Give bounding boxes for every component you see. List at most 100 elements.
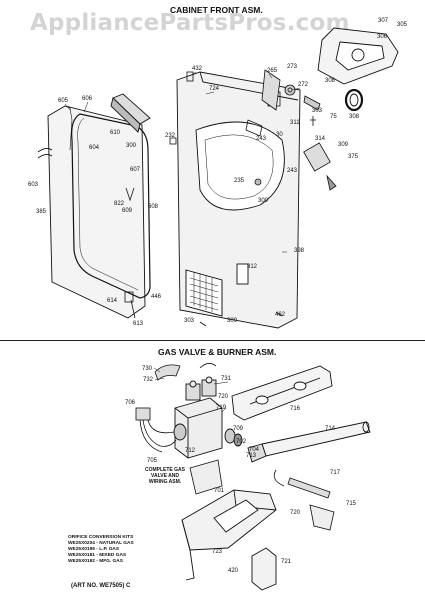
gas-callout-723: 723 (212, 549, 223, 555)
section-divider (0, 340, 425, 341)
cabinet-callout-608: 608 (148, 204, 159, 210)
cabinet-callout-385: 385 (36, 209, 47, 215)
cabinet-front-title: CABINET FRONT ASM. (170, 5, 263, 15)
orifice-kit-item: WE25X0204 - NATURAL GAS (68, 541, 134, 547)
gas-callout-709: 709 (233, 426, 244, 432)
cabinet-callout-609: 609 (122, 208, 133, 214)
cabinet-leader-line (64, 103, 71, 111)
cabinet-callout-375: 375 (348, 154, 359, 160)
orifice-kit-item: WE25X0181 - MIXED GAS (68, 553, 127, 559)
cabinet-callout-446: 446 (151, 294, 162, 300)
cabinet-callout-607: 607 (130, 167, 141, 173)
cabinet-callout-232: 232 (165, 133, 176, 139)
cabinet-callout-243: 243 (287, 168, 298, 174)
gas-callout-731: 731 (221, 376, 232, 382)
hinge-hardware (124, 137, 177, 319)
cgv-line-2: VALVE AND (151, 473, 179, 479)
cabinet-leader-line (291, 87, 301, 91)
cabinet-callout-300: 300 (258, 198, 269, 204)
burner-mount-bracket (181, 489, 277, 591)
cabinet-callout-273: 273 (287, 64, 298, 70)
door-handle (37, 147, 53, 159)
igniter-bracket (154, 363, 217, 381)
complete-gas-valve-note: COMPLETE GAS VALVE AND WIRING ASM. (137, 467, 193, 485)
gas-valve-body (173, 376, 243, 459)
cabinet-callout-603: 603 (28, 182, 39, 188)
orifice-kits-list: ORIFICE CONVERSION KITS WE25X0204 - NATU… (68, 535, 134, 565)
orifice-kit-item: WE25X0192 - MFG. GAS (68, 559, 123, 565)
gas-leader-line (221, 407, 227, 413)
gas-valve-title: GAS VALVE & BURNER ASM. (158, 347, 277, 357)
gas-callout-702: 702 (236, 439, 247, 445)
cabinet-callout-606: 606 (82, 96, 93, 102)
cabinet-callout-312: 312 (247, 264, 258, 270)
gas-callout-716: 716 (290, 406, 301, 412)
gas-callout-714: 714 (325, 426, 336, 432)
cabinet-brackets (186, 69, 337, 327)
gas-callout-730: 730 (142, 366, 153, 372)
gas-callout-719: 719 (216, 405, 227, 411)
cabinet-callout-614: 614 (107, 298, 118, 304)
gas-pipe (247, 421, 371, 463)
flame-sensor (273, 469, 335, 531)
cabinet-callout-305: 305 (397, 22, 408, 28)
gas-callout-706: 706 (125, 400, 136, 406)
gas-callout-701: 701 (214, 488, 225, 494)
cabinet-callout-398: 398 (294, 248, 305, 254)
cabinet-leader-line (205, 91, 215, 95)
cabinet-callout-613: 613 (133, 321, 144, 327)
gas-callout-420: 420 (228, 568, 239, 574)
drum-bearing-bracket (317, 27, 399, 112)
cabinet-callout-309: 309 (338, 142, 349, 148)
cabinet-front-panel (176, 71, 301, 329)
orifice-kit-item: WE25X0195 - L.P. GAS (68, 547, 120, 553)
wiring-harness (135, 407, 177, 453)
burner-tube (231, 365, 333, 421)
door-panel (47, 105, 151, 319)
cabinet-callout-462: 462 (275, 312, 286, 318)
cgv-line-3: WIRING ASM. (148, 479, 182, 485)
cabinet-callout-610: 610 (110, 130, 121, 136)
cabinet-callout-309: 309 (227, 318, 238, 324)
toe-grille (185, 269, 223, 317)
cabinet-callout-307: 307 (378, 18, 389, 24)
cabinet-callout-311: 311 (290, 120, 300, 126)
gas-callout-720: 720 (290, 510, 301, 516)
cabinet-callout-822: 822 (114, 201, 125, 207)
cabinet-callout-243: 243 (256, 136, 267, 142)
orifice-bracket (189, 459, 223, 495)
cabinet-callout-308: 308 (349, 114, 360, 120)
cabinet-callout-724: 724 (209, 86, 220, 92)
cabinet-callout-306: 306 (377, 34, 388, 40)
cabinet-callout-604: 604 (89, 145, 100, 151)
art-number: (ART NO. WE7505) C (71, 583, 131, 589)
cabinet-callout-432: 432 (192, 66, 203, 72)
cabinet-callout-314: 314 (315, 136, 326, 142)
cabinet-leader-line (268, 73, 273, 79)
gas-callout-717: 717 (330, 470, 341, 476)
cabinet-callout-303: 303 (184, 318, 195, 324)
gas-callout-721: 721 (281, 559, 292, 565)
cabinet-callout-235: 235 (234, 178, 245, 184)
cabinet-callout-308: 308 (325, 78, 336, 84)
gas-callout-712: 712 (185, 448, 196, 454)
lint-filter (110, 93, 151, 133)
gas-callout-720: 720 (218, 394, 229, 400)
cabinet-callout-303: 303 (312, 108, 323, 114)
gas-leader-line (213, 381, 229, 385)
cabinet-leader-line (83, 101, 89, 113)
cabinet-callout-272: 272 (298, 82, 309, 88)
watermark-text: AppliancePartsPros.com (30, 10, 350, 36)
gas-callout-732: 732 (143, 377, 154, 383)
cabinet-callout-75: 75 (330, 114, 337, 120)
gas-callout-705: 705 (147, 458, 158, 464)
cabinet-callout-265: 265 (267, 68, 278, 74)
gas-callout-704: 704 (249, 447, 260, 453)
orifice-kits-heading: ORIFICE CONVERSION KITS (68, 535, 134, 540)
gas-leader-line (154, 377, 165, 381)
cabinet-callout-300: 300 (126, 143, 137, 149)
cgv-line-1: COMPLETE GAS (144, 467, 185, 473)
